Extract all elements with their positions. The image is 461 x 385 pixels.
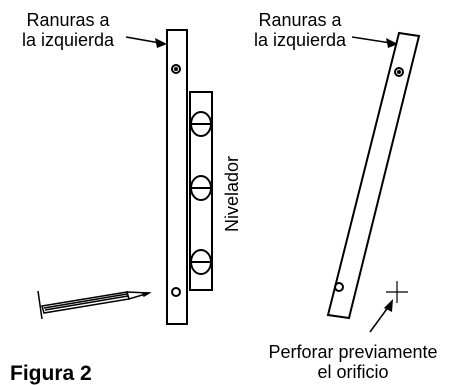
left-slots-label: Ranuras a la izquierda bbox=[8, 10, 128, 50]
level-label: Nivelador bbox=[222, 155, 242, 232]
right-slots-label-line2: la izquierda bbox=[253, 30, 347, 50]
figure-caption: Figura 2 bbox=[10, 362, 92, 385]
drill-label-line1: Perforar previamente bbox=[268, 342, 438, 362]
left-bracket-bottom-hole bbox=[171, 287, 181, 297]
left-slots-arrow bbox=[125, 36, 167, 48]
drill-arrow bbox=[369, 299, 393, 333]
left-bracket bbox=[166, 29, 188, 325]
spirit-level bbox=[189, 91, 213, 291]
drill-label: Perforar previamente el orificio bbox=[248, 342, 458, 382]
left-slots-label-line2: la izquierda bbox=[21, 30, 115, 50]
drill-label-line2: el orificio bbox=[317, 362, 389, 382]
right-slots-arrow bbox=[351, 36, 398, 48]
left-bracket-top-hole bbox=[171, 64, 181, 74]
right-slots-label: Ranuras a la izquierda bbox=[240, 10, 360, 50]
pencil-icon bbox=[37, 290, 152, 320]
drill-mark-icon bbox=[386, 281, 408, 303]
right-bracket-top-hole bbox=[394, 67, 404, 77]
left-slots-label-line1: Ranuras a bbox=[26, 10, 110, 30]
right-slots-label-line1: Ranuras a bbox=[258, 10, 342, 30]
right-bracket bbox=[326, 31, 421, 320]
right-bracket-bottom-hole bbox=[334, 282, 344, 292]
